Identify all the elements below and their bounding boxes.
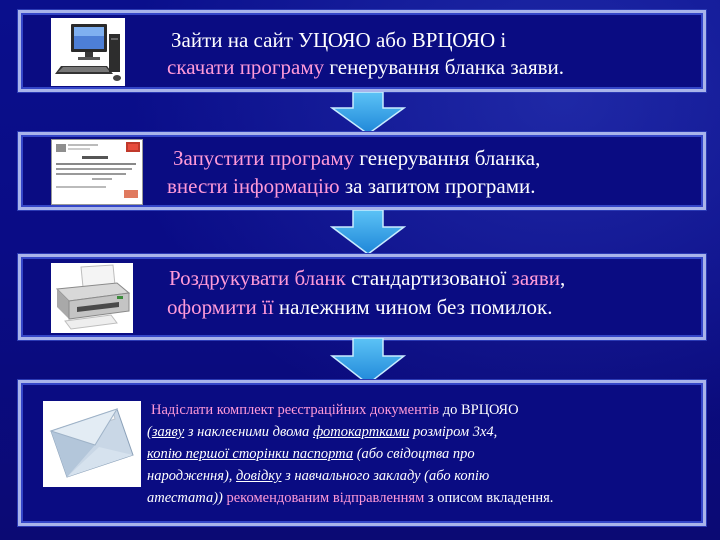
step-4-text-4: розміром 3х4, [409,424,498,440]
step-1-highlight: скачати програму [167,55,325,79]
step-4-highlight-2: рекомендованим відправленням [222,490,425,506]
step-2-text-2: за запитом програми. [339,174,536,198]
step-3-box: Роздрукувати бланк стандартизованої заяв… [18,254,706,340]
step-4-box: Надіслати комплект реєстраційних докумен… [18,380,706,526]
step-2-highlight-2: внести інформацію [167,174,340,198]
step-4-text-6: народження), [147,468,237,484]
step-1-text: генерування бланка заяви. [324,55,565,79]
step-2-line-2: внести інформацію за запитом програми. [167,173,536,200]
step-4-underline-4: довідку [236,468,282,484]
step-1-line-2: скачати програму генерування бланка заяв… [167,54,564,81]
step-3-highlight-2: заяви [511,266,560,290]
step-4-line-4: народження), довідку з навчального закла… [147,465,489,487]
step-4-text-2: ( [147,424,152,440]
step-2-box: Запустити програму генерування бланка, в… [18,132,706,210]
step-1-line-1: Зайти на сайт УЦОЯО або ВРЦОЯО і [171,28,507,52]
step-4-line-5: атестата)) рекомендованим відправленням … [147,487,553,509]
step-4-text-9: з описом вкладення. [424,490,554,506]
step-3-text-2: , [559,266,566,290]
step-4-text-8: атестата)) [147,490,223,506]
step-4-highlight-1: Надіслати комплект реєстраційних докумен… [151,402,440,418]
computer-icon [51,18,125,86]
step-1-box: Зайти на сайт УЦОЯО або ВРЦОЯО і скачати… [18,10,706,92]
arrow-down-1 [330,92,406,135]
step-4-underline-3: копію першої сторінки паспорта [147,446,354,462]
step-2-highlight-1: Запустити програму [173,146,355,170]
step-4-underline-2: фотокартками [312,424,410,440]
step-4-line-1: Надіслати комплект реєстраційних докумен… [151,399,519,421]
step-2-line-1: Запустити програму генерування бланка, [173,145,540,172]
step-3-text-3: належним чином без помилок. [273,295,553,319]
arrow-down-2 [330,210,406,255]
step-4-text-5: (або свідоцтва про [353,446,475,462]
step-3-highlight-1: Роздрукувати бланк [169,266,346,290]
step-4-text-1: до ВРЦОЯО [439,402,519,418]
arrow-down-3 [330,338,406,385]
step-4-line-3: копію першої сторінки паспорта (або свід… [147,443,475,465]
envelope-icon [43,401,141,487]
printer-icon [51,263,133,333]
step-4-text-3: з наклеєними двома [184,424,313,440]
program-window-icon [51,139,143,205]
step-3-highlight-3: оформити її [167,295,274,319]
step-2-text-1: генерування бланка, [354,146,541,170]
step-4-line-2: (заяву з наклеєними двома фотокартками р… [147,421,497,443]
step-3-line-2: оформити її належним чином без помилок. [167,294,552,321]
step-4-underline-1: заяву [151,424,185,440]
step-3-line-1: Роздрукувати бланк стандартизованої заяв… [169,265,565,292]
step-3-text-1: стандартизованої [345,266,512,290]
step-4-text-7: з навчального закладу (або копію [281,468,490,484]
